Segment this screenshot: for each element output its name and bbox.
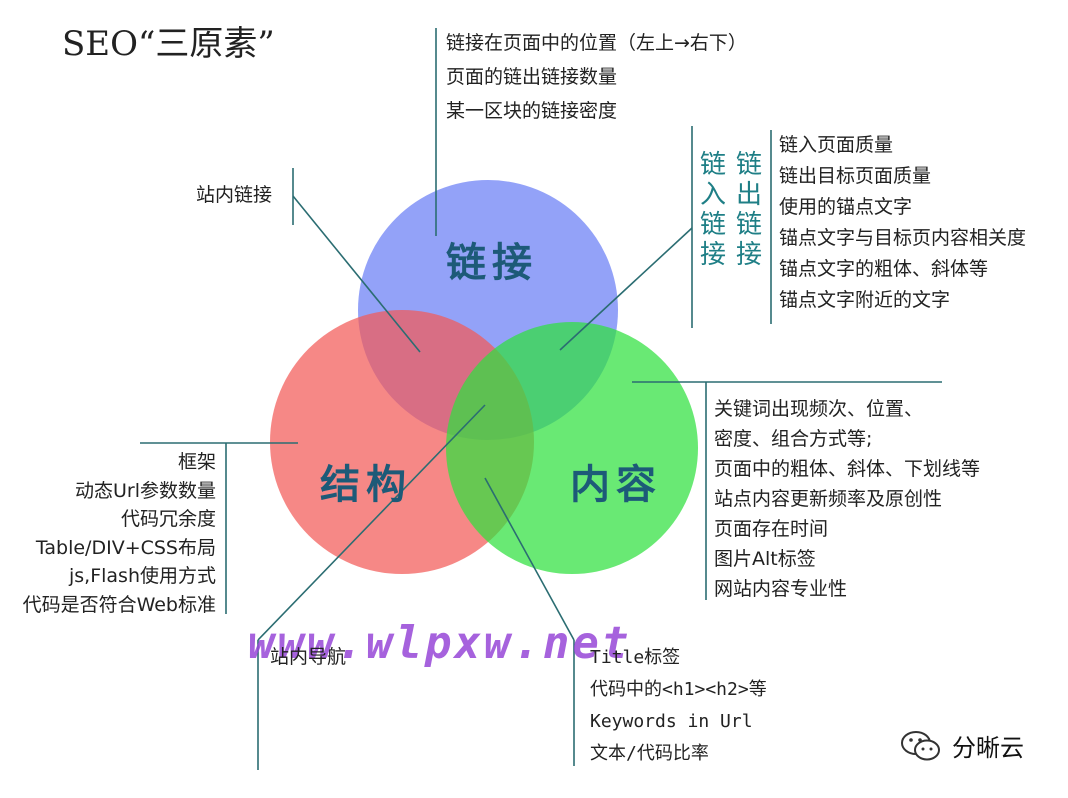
- note-item: 文本/代码比率: [590, 743, 709, 764]
- venn-circles: [270, 180, 698, 574]
- note-item: Title标签: [590, 647, 681, 668]
- site-nav-label: 站内导航: [270, 646, 347, 668]
- tags-leader: [484, 477, 575, 641]
- note-item: 网站内容专业性: [714, 578, 848, 600]
- nav-leader: [257, 404, 486, 641]
- note-item: 链接在页面中的位置（左上→右下）: [446, 32, 747, 54]
- note-item: 页面存在时间: [714, 518, 829, 540]
- structure-notes: 框架 动态Url参数数量 代码冗余度 Table/DIV+CSS布局 js,Fl…: [23, 448, 216, 619]
- link-in-label: 链入链接: [699, 150, 726, 270]
- note-item: 某一区块的链接密度: [446, 100, 618, 122]
- link-circle-label: 链接: [446, 240, 538, 286]
- content-circle-label: 内容: [570, 462, 662, 508]
- content-notes: 关键词出现频次、位置、 密度、组合方式等; 页面中的粗体、斜体、下划线等 站点内…: [714, 394, 980, 604]
- leader-lines: [140, 28, 942, 770]
- note-item: 页面中的粗体、斜体、下划线等: [714, 458, 981, 480]
- note-item: 动态Url参数数量: [75, 479, 216, 502]
- note-item: 页面的链出链接数量: [446, 66, 618, 88]
- inner-link-leader: [292, 195, 421, 353]
- note-item: 使用的锚点文字: [779, 196, 913, 218]
- inner-link-label: 站内链接: [196, 184, 273, 206]
- anchor-notes: 链入页面质量 链出目标页面质量 使用的锚点文字 锚点文字与目标页内容相关度 锚点…: [779, 130, 1026, 316]
- watermark: www.wlpxw.net: [248, 618, 632, 669]
- note-item: 密度、组合方式等;: [714, 428, 873, 450]
- note-item: 代码中的<h1><h2>等: [590, 679, 767, 700]
- note-item: 锚点文字与目标页内容相关度: [779, 227, 1027, 249]
- link-in-out-leader: [559, 227, 693, 351]
- tag-notes: Title标签 代码中的<h1><h2>等 Keywords in Url 文本…: [590, 642, 767, 770]
- note-item: 链入页面质量: [779, 134, 894, 156]
- note-item: 关键词出现频次、位置、: [714, 398, 924, 420]
- content-circle: [446, 322, 698, 574]
- wechat-icon: [901, 730, 940, 760]
- note-item: 代码是否符合Web标准: [22, 593, 216, 616]
- note-item: 链出目标页面质量: [779, 165, 932, 187]
- note-item: 锚点文字附近的文字: [779, 289, 951, 311]
- top-notes: 链接在页面中的位置（左上→右下） 页面的链出链接数量 某一区块的链接密度: [446, 26, 747, 128]
- diagram-title: SEO“三原素”: [62, 24, 275, 64]
- structure-circle-label: 结构: [320, 462, 412, 508]
- note-item: Keywords in Url: [590, 711, 753, 732]
- brand: 分晰云: [900, 728, 1024, 763]
- note-item: 代码冗余度: [120, 508, 216, 530]
- note-item: 站点内容更新频率及原创性: [714, 488, 943, 510]
- note-item: js,Flash使用方式: [68, 565, 216, 587]
- note-item: Table/DIV+CSS布局: [35, 536, 216, 559]
- link-out-label: 链出链接: [735, 150, 762, 270]
- note-item: 框架: [177, 451, 216, 473]
- brand-name: 分晰云: [952, 734, 1024, 762]
- note-item: 图片Alt标签: [714, 548, 816, 570]
- note-item: 锚点文字的粗体、斜体等: [779, 258, 989, 280]
